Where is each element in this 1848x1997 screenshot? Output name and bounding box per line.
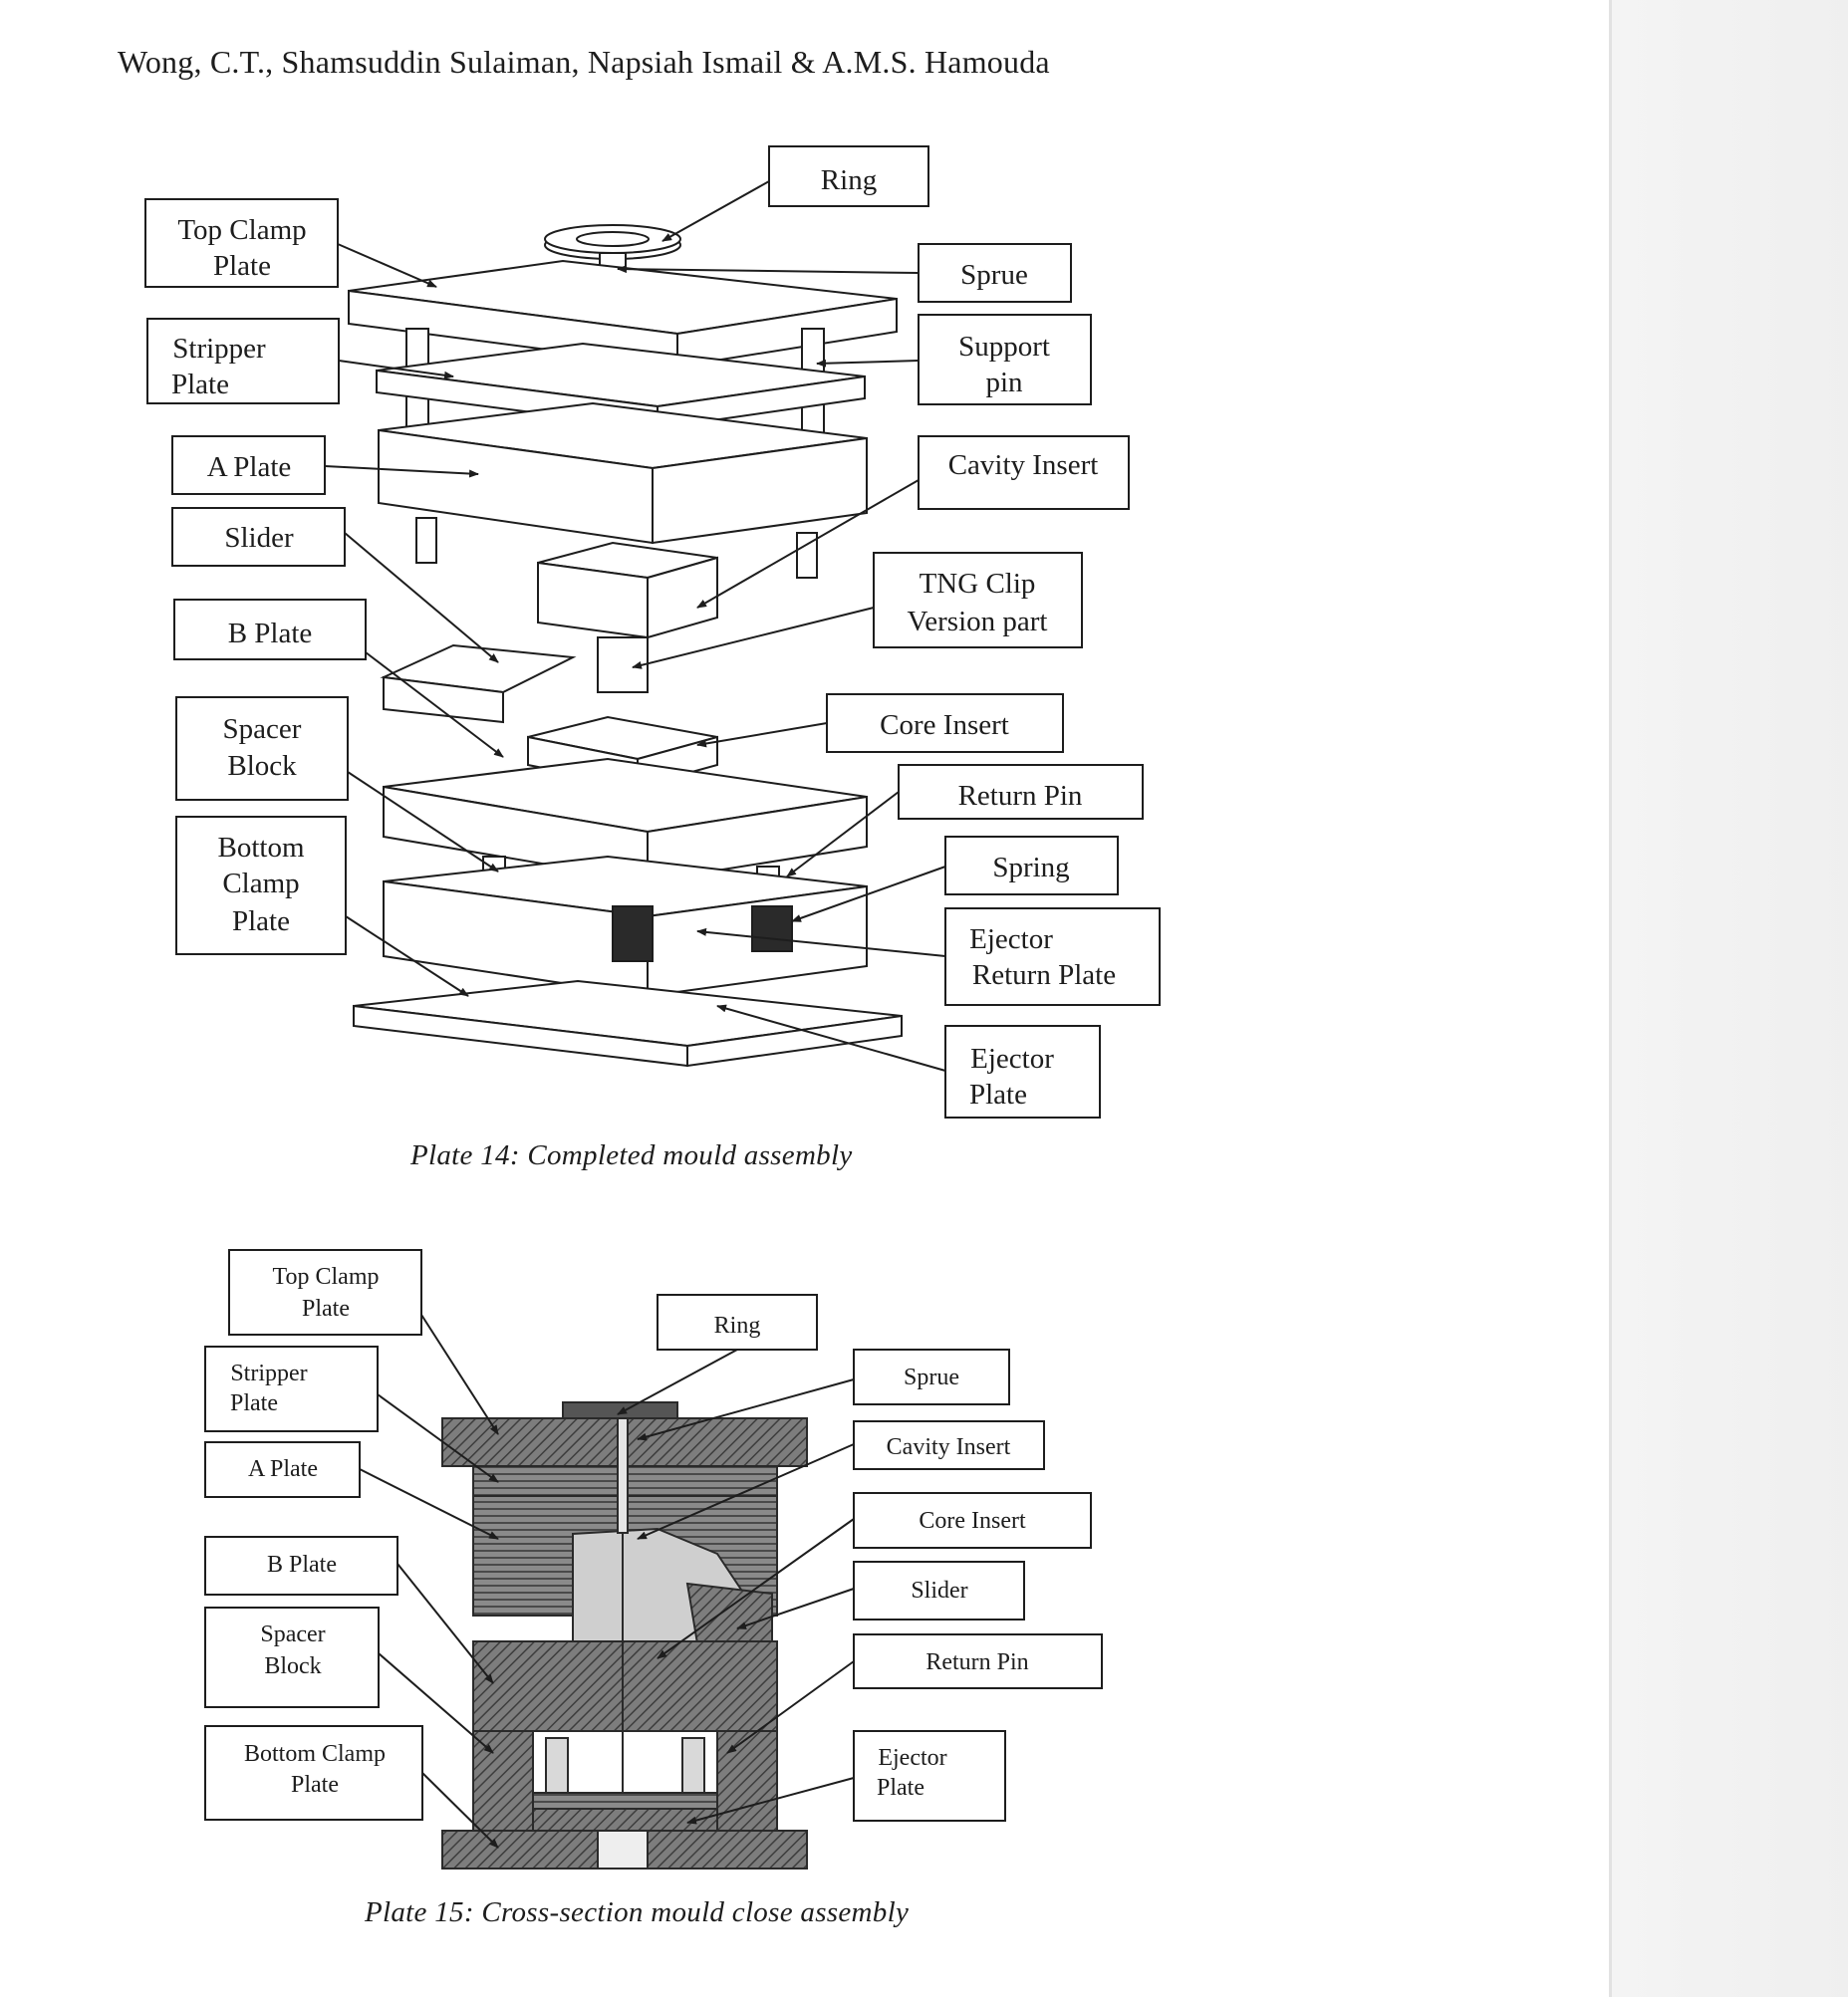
facing-page-edge (1609, 0, 1848, 1997)
figure-14-caption: Plate 14: Completed mould assembly (410, 1139, 853, 1171)
f15-label-core-insert: Core Insert (919, 1508, 1026, 1534)
f15-label-top-clamp-line1: Top Clamp (273, 1264, 380, 1290)
f14-label-support-line1: Support (958, 331, 1050, 363)
f15-label-ejector-line2: Plate (877, 1775, 924, 1801)
f14-label-ejector-return-line1: Ejector (969, 923, 1053, 955)
f14-label-spacer-line2: Block (227, 750, 297, 782)
f14-label-bottom-line2: Clamp (222, 868, 299, 899)
f14-label-support-line2: pin (985, 367, 1023, 398)
f15-label-slider: Slider (911, 1578, 967, 1604)
figure-15-leader-lines (359, 1314, 855, 1849)
f14-label-bottom-line3: Plate (232, 905, 290, 937)
running-header-authors: Wong, C.T., Shamsuddin Sulaiman, Napsiah… (118, 44, 1050, 80)
f14-label-spring: Spring (992, 852, 1069, 883)
f15-label-cavity-insert: Cavity Insert (887, 1434, 1011, 1460)
f15-label-return-pin: Return Pin (925, 1649, 1028, 1675)
f14-label-a-plate: A Plate (207, 451, 292, 483)
f14-label-stripper-line1: Stripper (172, 333, 266, 365)
f15-label-spacer-line2: Block (264, 1653, 321, 1679)
f14-label-ejector-line2: Plate (969, 1079, 1027, 1111)
f15-label-top-clamp-line2: Plate (302, 1296, 350, 1322)
f14-label-ring: Ring (821, 164, 877, 196)
f14-label-top-clamp-line2: Plate (213, 250, 271, 282)
f15-label-bottom-line1: Bottom Clamp (244, 1741, 386, 1767)
f15-label-spacer-line1: Spacer (260, 1622, 325, 1647)
f15-label-sprue: Sprue (904, 1365, 959, 1390)
cross-section-drawing (441, 1401, 808, 1870)
f14-label-ejector-return-line2: Return Plate (972, 959, 1116, 991)
f15-label-a-plate: A Plate (248, 1456, 318, 1482)
f14-label-bottom-line1: Bottom (217, 832, 304, 864)
figure-15-cross-section: Top Clamp Plate Ring Stripper Plate Spru… (204, 1249, 1103, 1870)
f14-label-tng-line1: TNG Clip (920, 568, 1036, 600)
f14-label-sprue: Sprue (960, 259, 1028, 291)
figure-15-caption: Plate 15: Cross-section mould close asse… (365, 1896, 910, 1928)
f14-label-spacer-line1: Spacer (223, 713, 302, 745)
f14-label-cavity-insert: Cavity Insert (948, 449, 1099, 481)
f14-label-slider: Slider (224, 522, 294, 554)
f14-label-stripper-line2: Plate (171, 369, 229, 400)
f15-label-stripper-line1: Stripper (230, 1361, 307, 1386)
f15-label-b-plate: B Plate (267, 1552, 337, 1578)
figure-14-label-boxes (144, 145, 1161, 1119)
exploded-mould-drawing (348, 224, 903, 1068)
f14-label-top-clamp-line1: Top Clamp (177, 214, 306, 246)
f14-label-return-pin: Return Pin (958, 780, 1083, 812)
figure-14-leader-lines (324, 180, 946, 1072)
f15-label-ring: Ring (714, 1313, 761, 1339)
f14-label-core-insert: Core Insert (880, 709, 1009, 741)
f14-label-ejector-line1: Ejector (970, 1043, 1054, 1075)
f15-label-bottom-line2: Plate (291, 1772, 339, 1798)
figure-15-label-boxes (204, 1249, 1103, 1822)
f15-label-stripper-line2: Plate (230, 1390, 278, 1416)
figure-14-mould-assembly: Ring Top Clamp Plate Sprue Stripper Plat… (144, 145, 1161, 1119)
f14-label-b-plate: B Plate (228, 618, 313, 649)
f15-label-ejector-line1: Ejector (878, 1745, 946, 1771)
f14-label-tng-line2: Version part (908, 606, 1048, 637)
